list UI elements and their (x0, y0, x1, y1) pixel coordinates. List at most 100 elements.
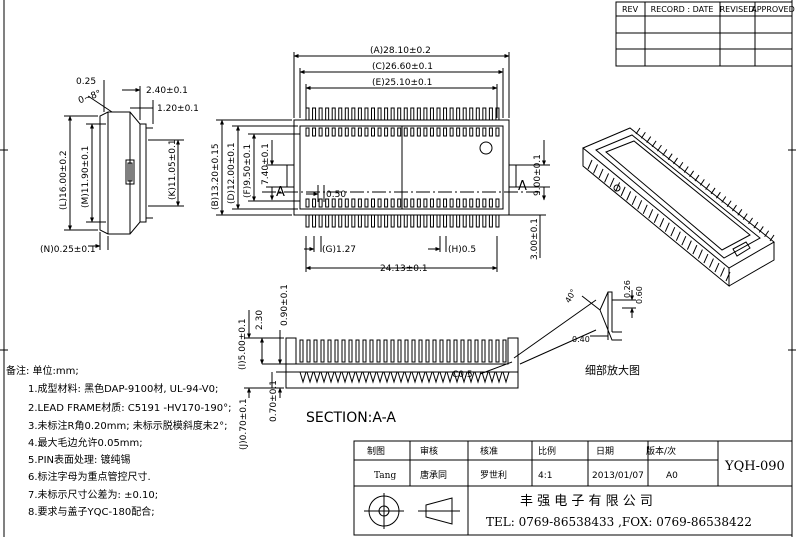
top-inner-contact (423, 127, 428, 137)
tb-part-number: YQH-090 (724, 459, 785, 474)
iso-pin (675, 231, 681, 241)
section-title: SECTION:A-A (306, 410, 396, 426)
iso-pin (670, 226, 676, 237)
iso-pin (637, 200, 643, 210)
top-pin (436, 107, 441, 121)
bottom-pin (344, 214, 349, 228)
section-contact (446, 339, 451, 363)
dim-C: (C)26.60±0.1 (372, 62, 433, 72)
iso-pin-back (769, 234, 775, 242)
bottom-pin (495, 214, 500, 228)
section-contact-tip (418, 371, 426, 384)
section-contact-tip (355, 371, 363, 384)
revised-header: REVISED (720, 5, 755, 14)
iso-pin (725, 271, 731, 282)
section-contact (362, 339, 367, 363)
section-contact-tip (432, 371, 440, 384)
section-mark-left: A (276, 185, 285, 200)
side-dim-2-40: 2.40±0.1 (146, 86, 188, 96)
bottom-inner-contact (423, 198, 428, 208)
top-inner-contact (305, 127, 310, 137)
section-contact-tip (411, 371, 419, 384)
section-contact (320, 339, 325, 363)
iso-pin-back (726, 200, 732, 208)
bottom-pin (475, 214, 480, 228)
side-view: 0.25 0~8° 2.40±0.1 1.20±0.1 (L)16.00±0.2… (40, 77, 199, 255)
bottom-pin (331, 214, 336, 228)
bottom-inner-contact (384, 198, 389, 208)
side-dim-0-25: 0.25 (76, 77, 96, 87)
bottom-inner-contact (449, 198, 454, 208)
section-contact (397, 339, 402, 363)
iso-pin-back (764, 230, 770, 237)
iso-pin-back (748, 217, 753, 225)
tb-value-check: 唐承同 (420, 469, 447, 481)
section-contact (467, 339, 472, 363)
bottom-inner-contact (436, 198, 441, 208)
top-pin (357, 107, 362, 121)
bottom-inner-contact (410, 198, 415, 208)
tb-value-date: 2013/01/07 (592, 471, 644, 481)
bottom-pin (462, 214, 467, 228)
bottom-inner-contact (403, 198, 408, 208)
iso-pin-back (705, 183, 711, 190)
top-pin (331, 107, 336, 121)
section-dim-I: (I)5.00±0.1 (238, 318, 248, 370)
iso-pin (631, 195, 637, 206)
side-dim-N: (N)0.25±0.1 (40, 245, 96, 255)
bottom-inner-contact (325, 198, 330, 208)
iso-pin-back (699, 179, 705, 186)
bottom-pin (384, 214, 389, 228)
top-pin (488, 107, 493, 121)
top-pin (325, 107, 330, 121)
section-contact (334, 339, 339, 363)
top-pin (371, 107, 375, 121)
bottom-pin (305, 214, 310, 228)
top-inner-contact (384, 127, 389, 137)
top-inner-contact (351, 127, 356, 137)
top-inner-contact (403, 127, 408, 137)
top-pin (351, 107, 356, 121)
dim-G: (G)1.27 (322, 245, 356, 255)
section-contact (439, 339, 444, 363)
iso-pin-back (673, 157, 678, 165)
top-inner-contact (495, 127, 500, 137)
iso-pin (664, 222, 670, 232)
section-contact (460, 339, 465, 363)
bottom-pin (397, 214, 402, 228)
section-mark-right: A (518, 179, 527, 194)
top-pin (403, 107, 408, 121)
top-view-pins (305, 107, 500, 228)
bottom-inner-contact (416, 198, 421, 208)
iso-pin (697, 249, 703, 259)
top-inner-contact (410, 127, 415, 137)
detail-dim-0-26: 0.26 (623, 280, 632, 298)
bottom-pin (318, 214, 323, 228)
section-contact-tip (502, 371, 510, 384)
dim-9-00: 9.00±0.1 (533, 154, 543, 196)
bottom-pin (469, 214, 474, 228)
section-contact-tip (327, 371, 335, 384)
bottom-inner-contact (312, 198, 317, 208)
iso-pin-back (689, 170, 695, 178)
section-contact (376, 339, 381, 363)
tb-contact: TEL: 0769-86538433 ,FOX: 0769-86538422 (486, 515, 752, 529)
top-inner-contact (456, 127, 461, 137)
iso-pin (598, 168, 604, 179)
top-pin (364, 107, 369, 121)
bottom-pin (338, 214, 343, 228)
top-pin (449, 107, 454, 121)
detail-dim-0-40: 0.40 (572, 335, 590, 344)
section-contact-tip (460, 371, 468, 384)
detail-dim-0-60: 0.60 (635, 286, 644, 304)
top-inner-contact (488, 127, 493, 137)
bottom-pin (449, 214, 454, 228)
side-dim-K: (K)11.05±0.1 (168, 139, 178, 200)
section-contact-tip (495, 371, 503, 384)
bottom-inner-contact (318, 198, 323, 208)
iso-pin (659, 218, 665, 228)
tb-header-approve: 核准 (480, 445, 498, 457)
section-contact (488, 339, 493, 363)
bottom-pin (443, 214, 448, 228)
bottom-inner-contact (397, 198, 402, 208)
